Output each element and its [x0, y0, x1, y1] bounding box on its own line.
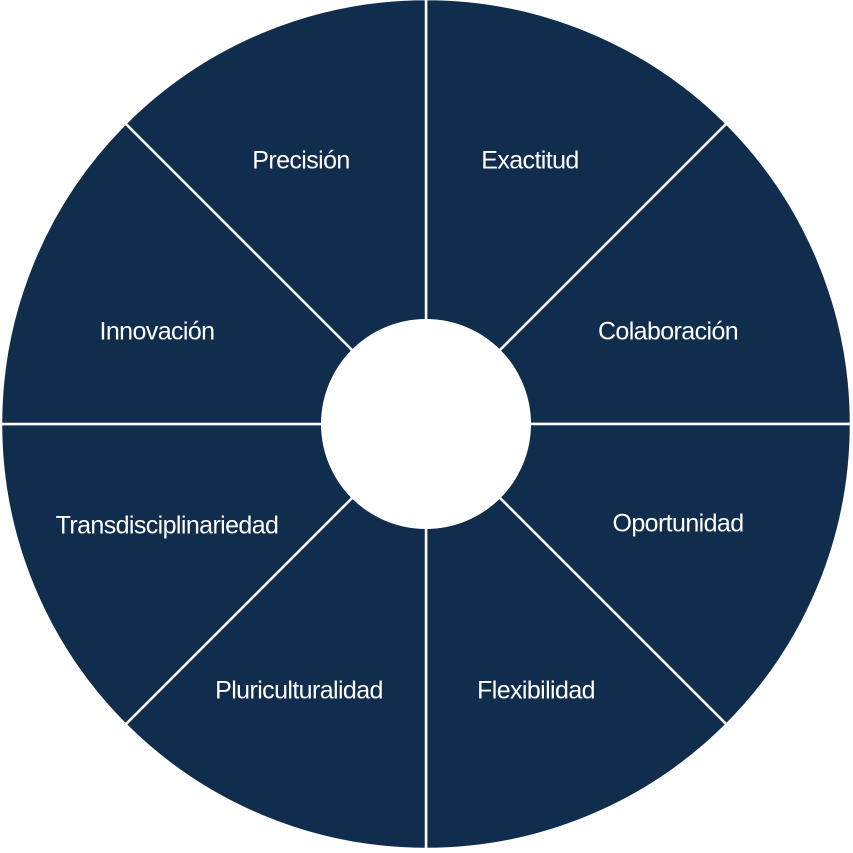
segment-label-flexibilidad: Flexibilidad	[477, 677, 595, 705]
segment-label-exactitud: Exactitud	[481, 147, 578, 175]
segment-label-colaboracion: Colaboración	[598, 318, 738, 346]
segment-label-innovacion: Innovación	[100, 318, 215, 346]
segment-label-oportunidad: Oportunidad	[613, 510, 744, 538]
segment-label-precision: Precisión	[252, 147, 349, 175]
center-hole	[321, 319, 531, 529]
segment-label-pluriculturalidad: Pluriculturalidad	[215, 677, 383, 705]
segment-label-transdisciplinariedad: Transdisciplinariedad	[56, 512, 279, 540]
